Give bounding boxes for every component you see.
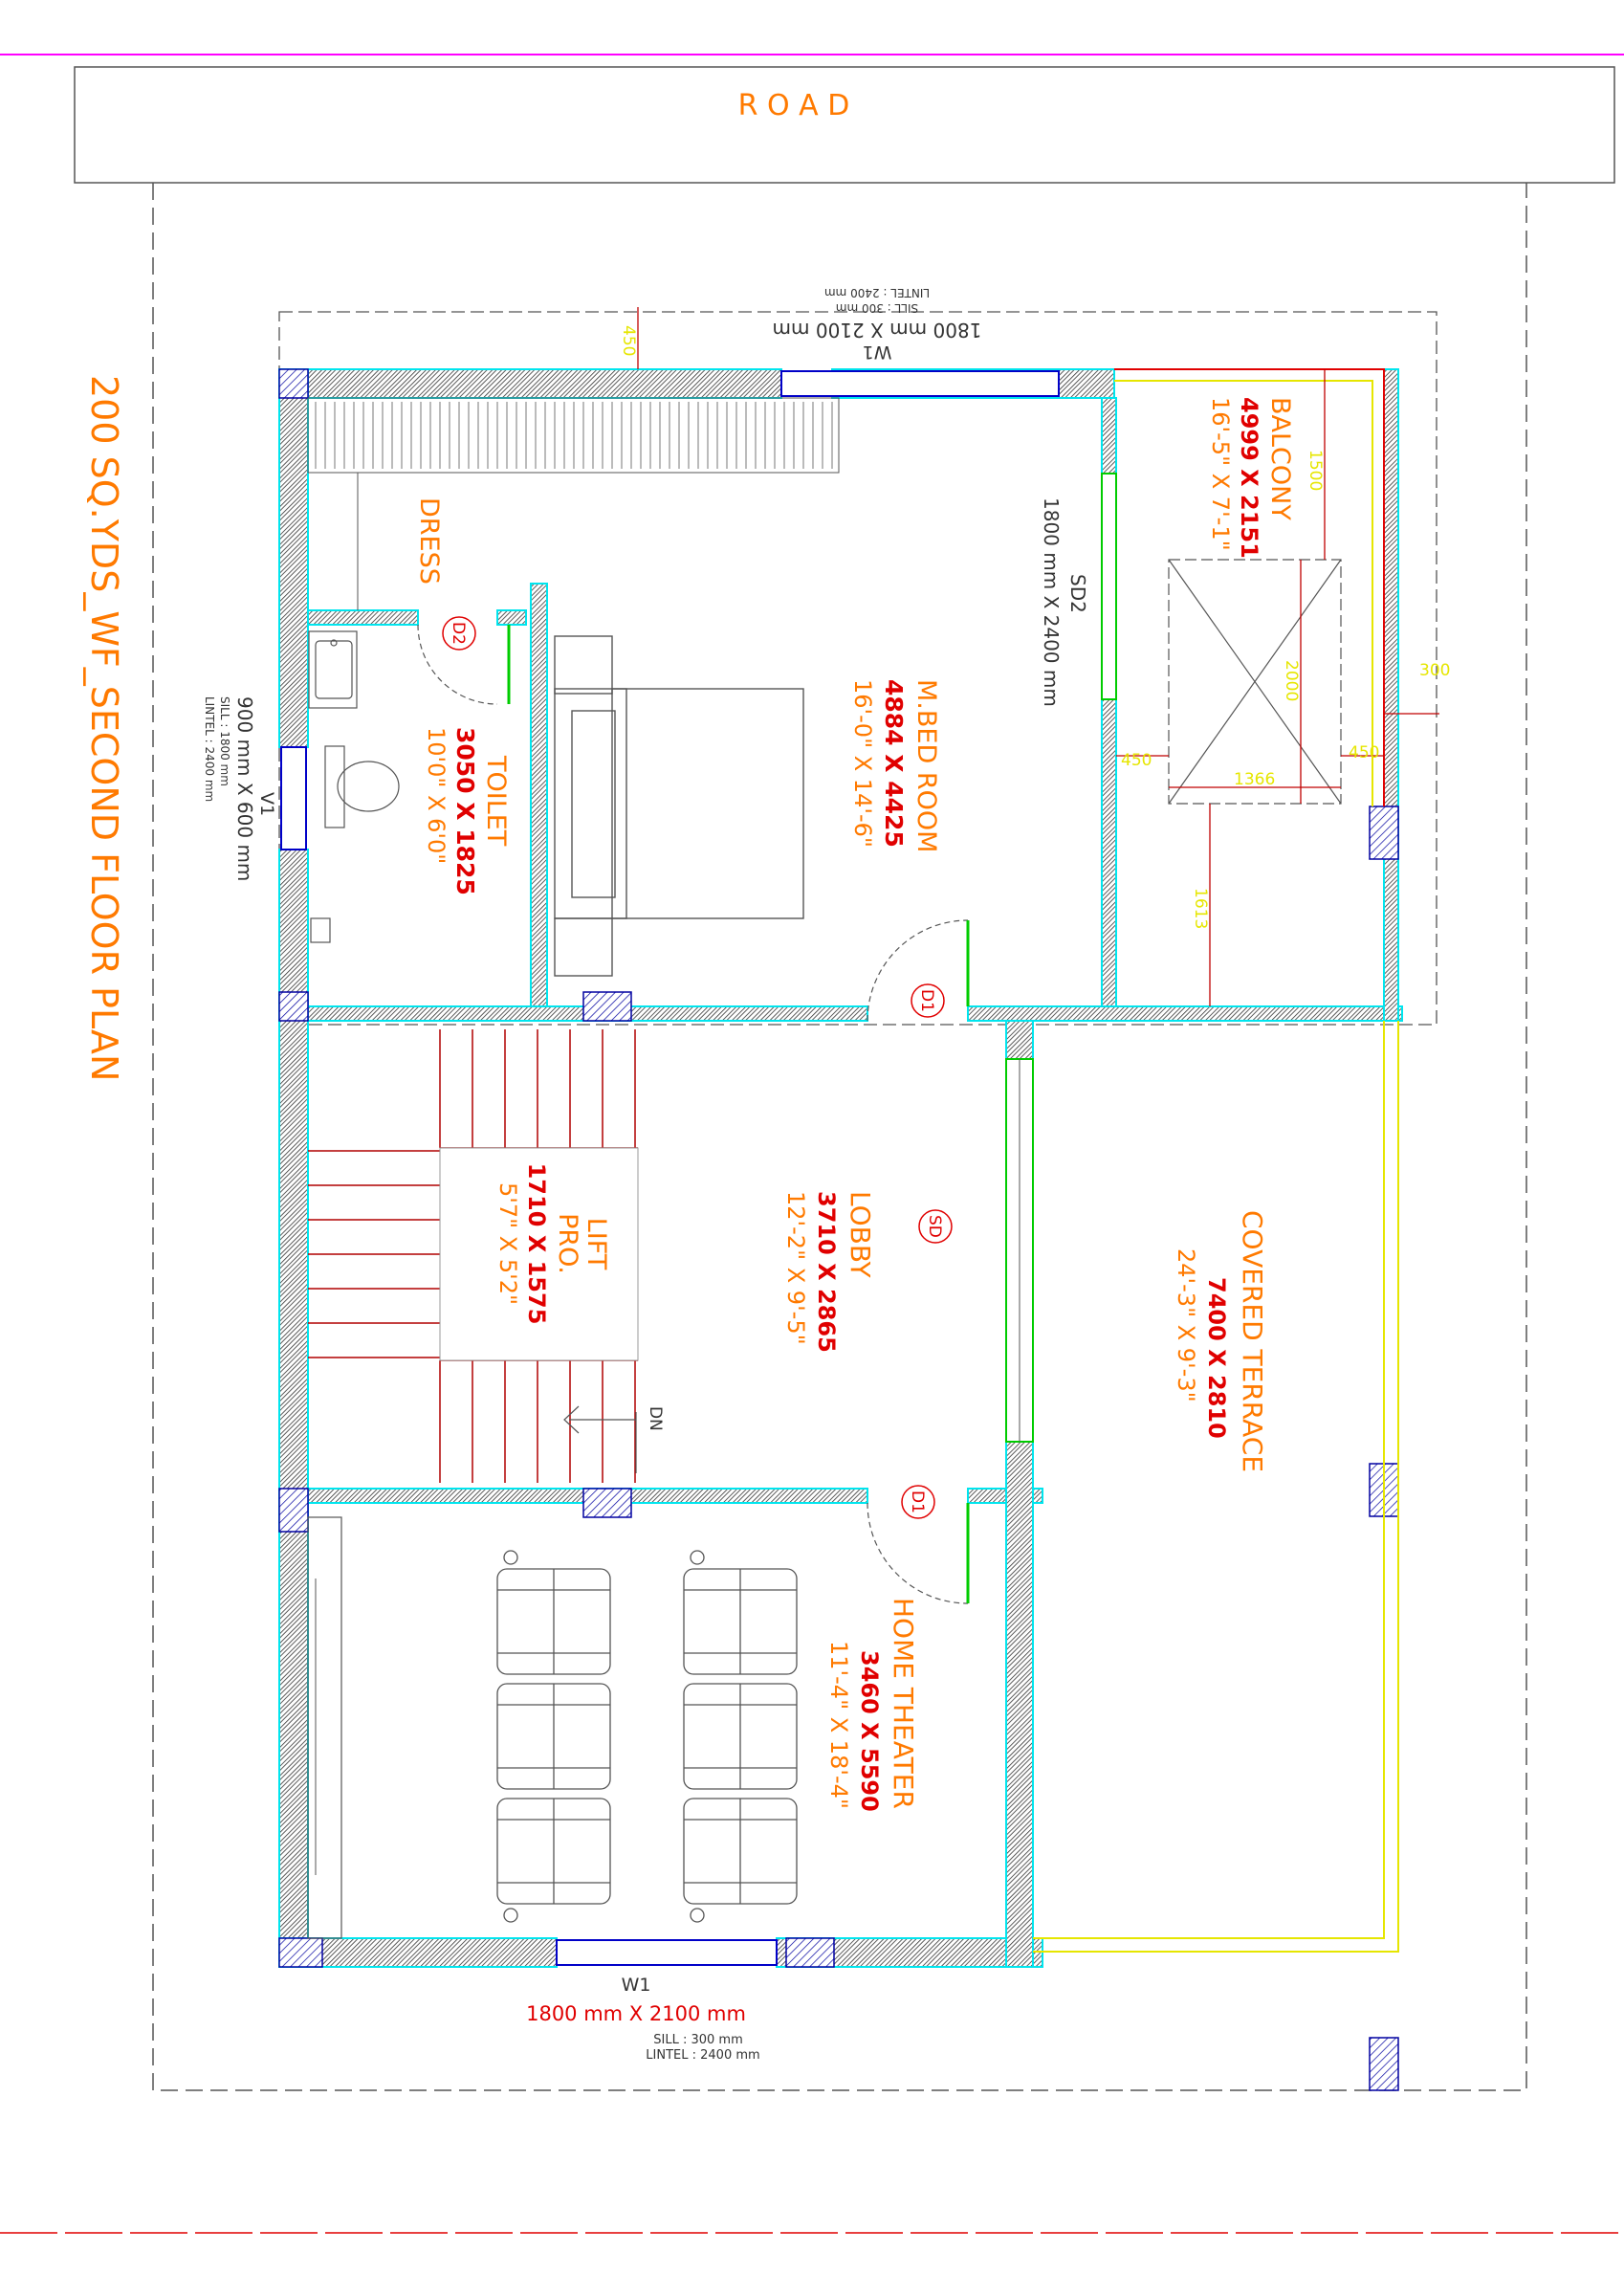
toilet-size-ft: 10'0" X 6'0" xyxy=(423,727,450,864)
lobby-size-mm: 3710 X 2865 xyxy=(813,1191,840,1353)
lobby-name: LOBBY xyxy=(845,1191,876,1279)
bed xyxy=(554,635,804,977)
theater-name: HOME THEATER xyxy=(888,1598,919,1809)
stair-dn-label: DN xyxy=(646,1406,665,1431)
doors xyxy=(417,624,970,1604)
theater-seat xyxy=(683,1798,798,1905)
terrace-size-mm: 7400 X 2810 xyxy=(1203,1277,1230,1439)
lift-name: LIFT xyxy=(582,1218,611,1270)
door-tag-d1-top: D1 xyxy=(917,989,936,1012)
w1-bottom-lintel: LINTEL : 2400 mm xyxy=(646,2048,759,2063)
v1-size: 900 mm X 600 mm xyxy=(233,696,256,881)
w1-bottom-tag: W1 xyxy=(622,1975,651,1996)
door-tag-d2: D2 xyxy=(449,622,468,645)
theater-seat xyxy=(683,1683,798,1790)
balcony-railing xyxy=(1114,368,1385,1007)
door-tags xyxy=(442,616,953,1519)
w1-top-sill: SILL : 300 mm xyxy=(836,301,918,315)
windows xyxy=(280,370,1060,1966)
terrace-size-ft: 24'-3" X 9'-3" xyxy=(1173,1248,1199,1402)
dim-450-right: 450 xyxy=(1349,743,1379,762)
seat-knob xyxy=(503,1908,518,1923)
theater-seat xyxy=(496,1798,611,1905)
sliding-door-sd2 xyxy=(1101,473,1117,700)
v1-sill: SILL : 1800 mm xyxy=(218,696,231,786)
dim-1366: 1366 xyxy=(1234,770,1275,789)
terrace-railing xyxy=(1033,1021,1399,1953)
dim-450-top: 450 xyxy=(619,325,638,356)
dim-1613: 1613 xyxy=(1191,888,1210,929)
dim-2000: 2000 xyxy=(1282,660,1301,701)
lobby-size-ft: 12'-2" X 9'-5" xyxy=(782,1191,809,1345)
theater-size-mm: 3460 X 5590 xyxy=(856,1650,883,1812)
bed-size-ft: 16'-0" X 14'-6" xyxy=(849,679,876,848)
dim-450-left: 450 xyxy=(1121,751,1152,770)
theater-size-ft: 11'-4" X 18'-4" xyxy=(825,1641,852,1809)
v1-lintel: LINTEL : 2400 mm xyxy=(203,696,216,802)
balcony-void xyxy=(1168,559,1342,805)
dimension-lines xyxy=(637,307,1439,1006)
stair-arrow xyxy=(563,1405,637,1473)
sd2-size: 1800 mm X 2400 mm xyxy=(1040,497,1063,707)
bed-size-mm: 4884 X 4425 xyxy=(880,679,908,848)
theater-seat xyxy=(496,1683,611,1790)
dim-1500: 1500 xyxy=(1306,450,1325,491)
theater-seats xyxy=(496,1550,798,1923)
road-box xyxy=(74,66,1615,184)
bed-name: M.BED ROOM xyxy=(911,679,941,852)
lift-shaft xyxy=(439,1147,639,1361)
lift-size-ft: 5'7" X 5'2" xyxy=(494,1182,521,1305)
lift-name2: PRO. xyxy=(553,1213,582,1274)
road-label: R O A D xyxy=(738,89,850,122)
theater-seat xyxy=(683,1568,798,1675)
dress-name: DRESS xyxy=(414,497,444,585)
seat-knob xyxy=(690,1908,705,1923)
sd2-tag: SD2 xyxy=(1066,574,1089,613)
w1-top-lintel: LINTEL : 2400 mm xyxy=(824,286,930,299)
theater-seat xyxy=(496,1568,611,1675)
dim-300: 300 xyxy=(1419,661,1450,680)
w1-top-size: 1800 mm X 2100 mm xyxy=(773,319,982,342)
balcony-size-mm: 4999 X 2151 xyxy=(1236,397,1262,559)
lift-size-mm: 1710 X 1575 xyxy=(523,1163,550,1325)
toilet-fixtures xyxy=(308,630,400,943)
theater-screen xyxy=(307,1516,342,1939)
w1-bottom-size: 1800 mm X 2100 mm xyxy=(526,2002,746,2025)
wardrobe-hangers xyxy=(315,402,833,469)
projection-outline xyxy=(278,311,1437,1026)
seat-knob xyxy=(503,1550,518,1565)
terrace-name: COVERED TERRACE xyxy=(1237,1210,1268,1472)
v1-tag: V1 xyxy=(256,792,277,816)
toilet-name: TOILET xyxy=(481,755,511,847)
door-tag-d1-bottom: D1 xyxy=(908,1490,927,1513)
w1-bottom-sill: SILL : 300 mm xyxy=(653,2033,743,2047)
drawing-title: 200 SQ.YDS_WF_SECOND FLOOR PLAN xyxy=(83,375,125,1081)
balcony-name: BALCONY xyxy=(1265,397,1295,520)
door-tag-sd: SD xyxy=(925,1215,944,1238)
toilet-size-mm: 3050 X 1825 xyxy=(451,727,479,895)
staircase xyxy=(308,1029,638,1483)
w1-top-tag: W1 xyxy=(863,342,892,363)
seat-knob xyxy=(690,1550,705,1565)
balcony-size-ft: 16'-5" X 7'-1" xyxy=(1207,397,1234,551)
dress-wardrobe xyxy=(307,397,840,610)
plot-boundary xyxy=(152,183,1527,2091)
